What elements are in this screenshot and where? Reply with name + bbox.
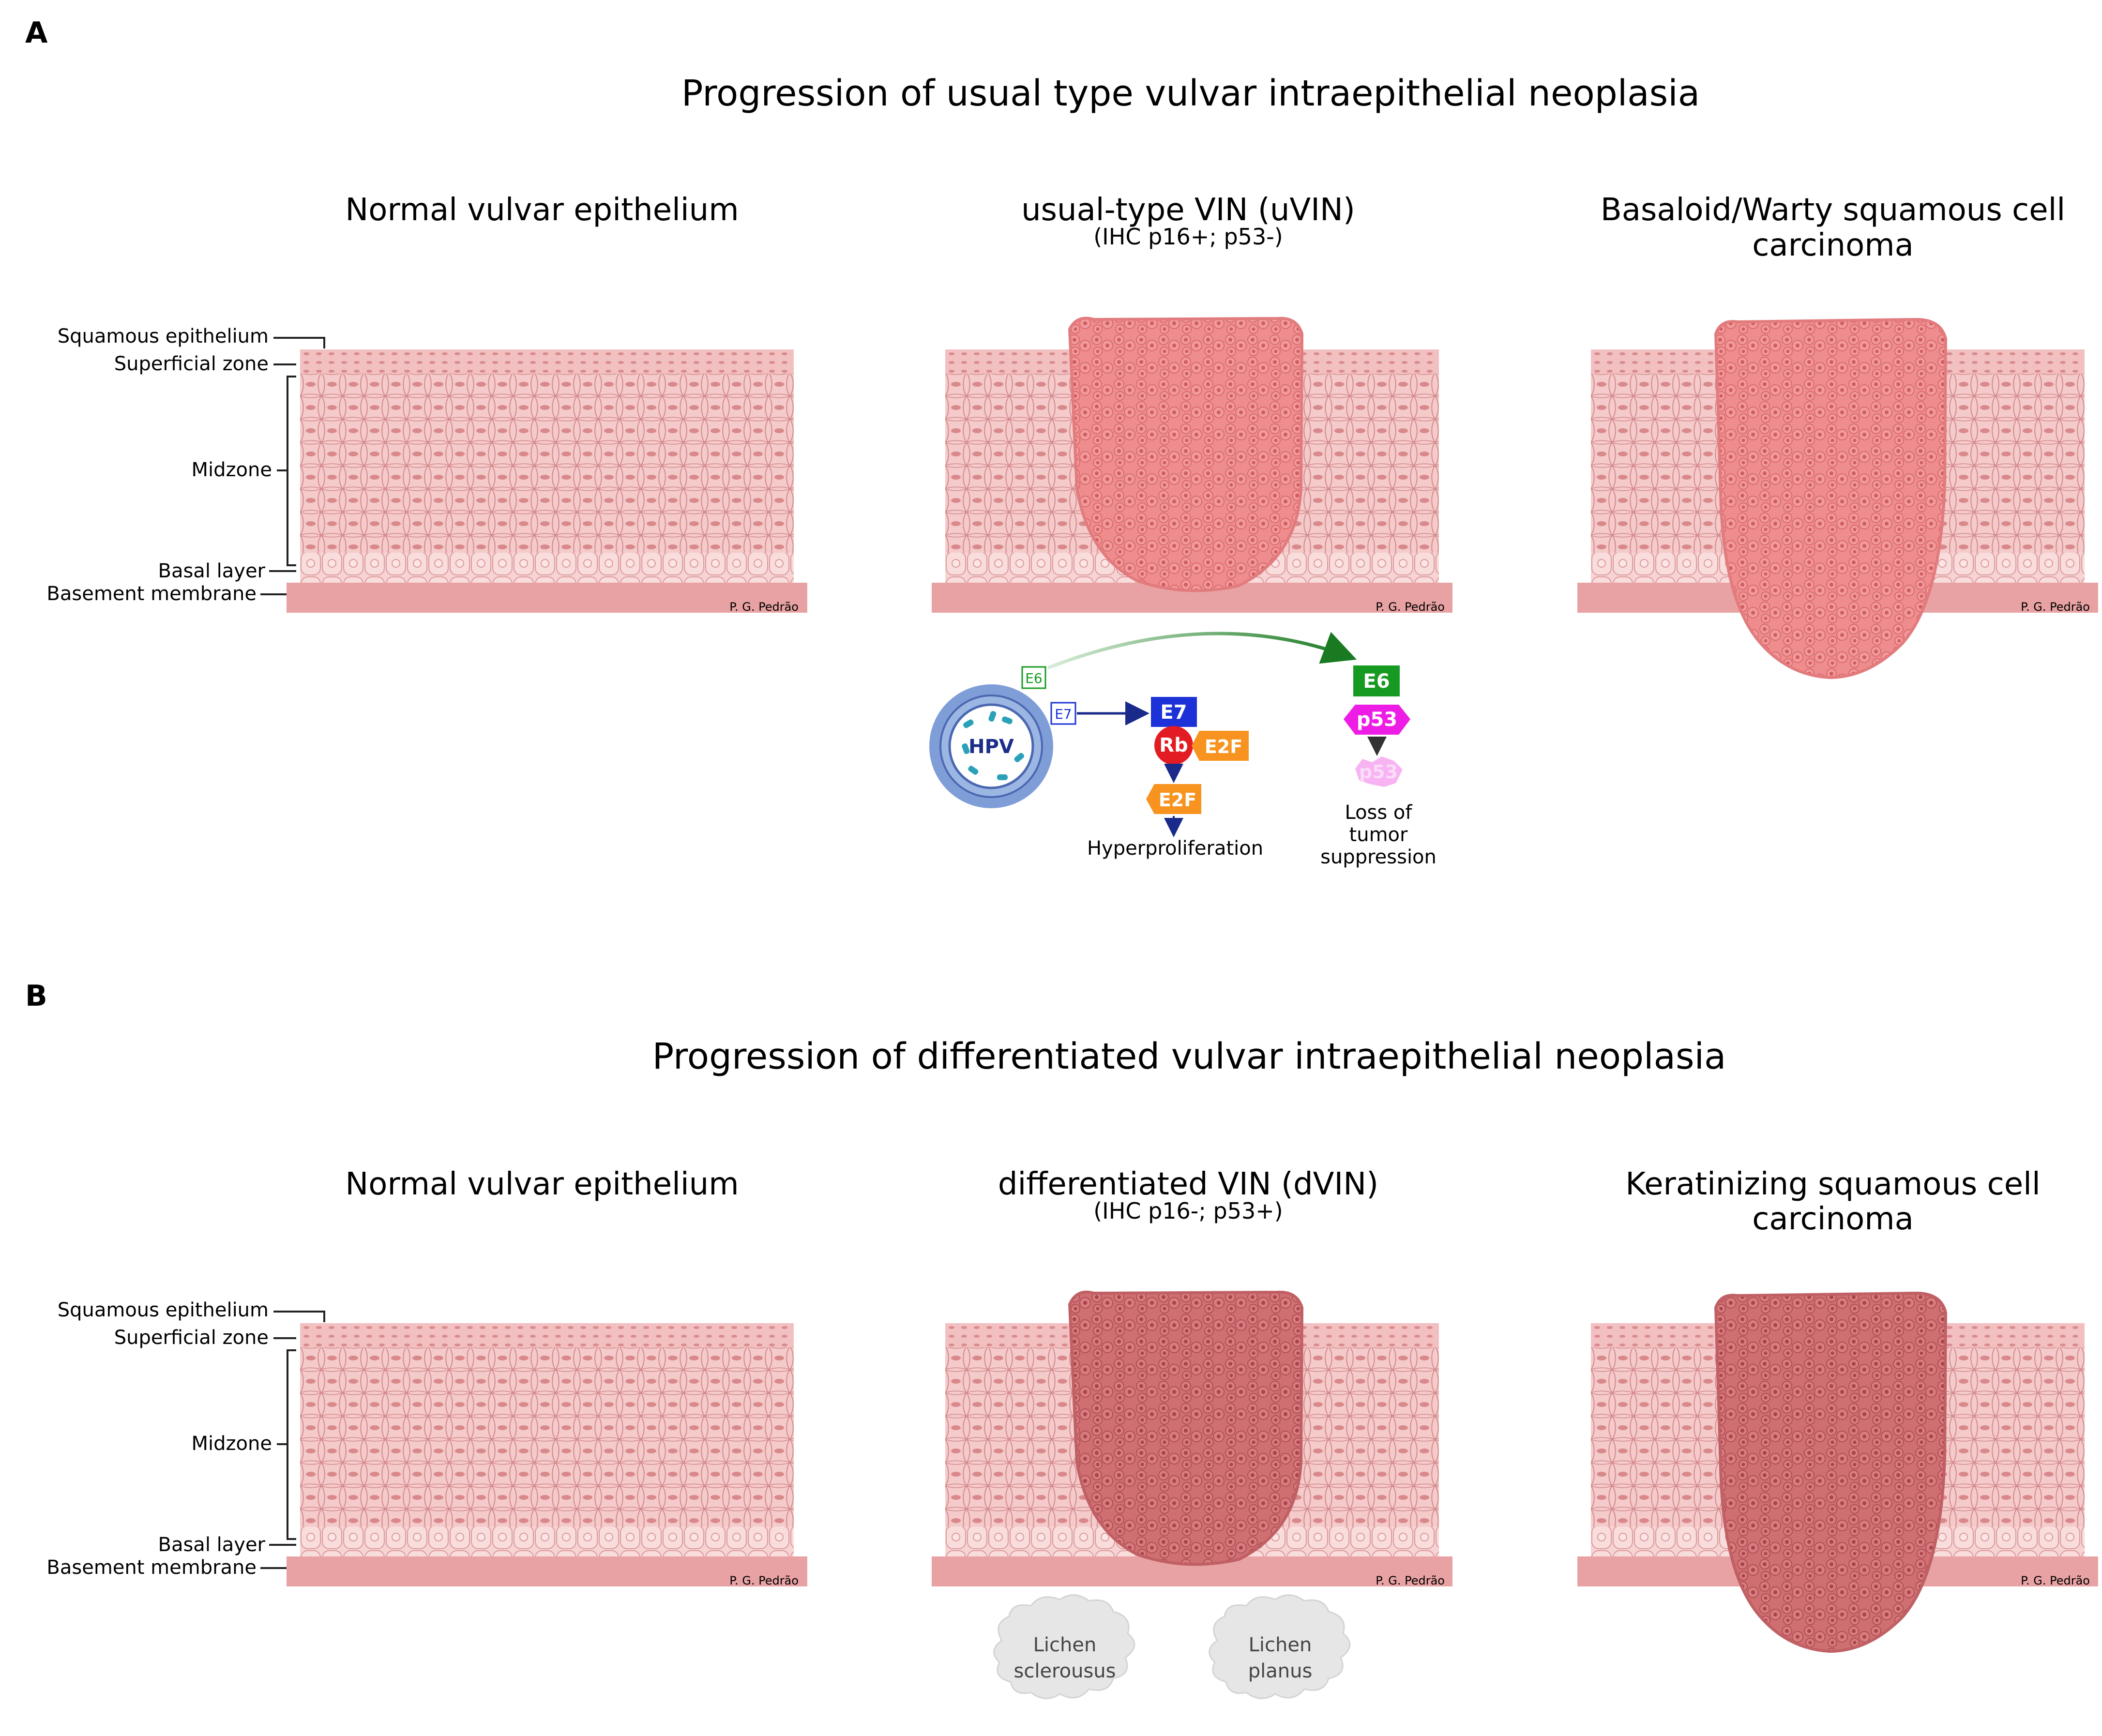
label-basement-membrane-b: Basement membrane <box>46 1556 257 1579</box>
dvin-lesion <box>1068 1290 1304 1566</box>
rb-protein <box>1154 726 1193 765</box>
panel-a-uvin-epithelium: P. G. Pedrão <box>932 317 1452 614</box>
e2f-protein-bound <box>1192 731 1249 761</box>
e7-small-label: E7 <box>1055 706 1072 722</box>
panel-a-col2-subtitle: (IHC p16+; p53-) <box>1093 224 1283 250</box>
label-squamous-epithelium-b: Squamous epithelium <box>58 1299 269 1321</box>
credit-a3: P. G. Pedrão <box>2021 600 2090 614</box>
panel-a-col2-title: usual-type VIN (uVIN) <box>1021 192 1355 228</box>
panel-a-title: Progression of usual type vulvar intraep… <box>681 73 1700 114</box>
panel-b-dvin-epithelium: P. G. Pedrão <box>932 1290 1452 1587</box>
panel-a-col3-title-line1: Basaloid/Warty squamous cell <box>1601 192 2065 228</box>
loss-label-1: Loss of <box>1345 801 1412 824</box>
label-midzone: Midzone <box>192 459 272 481</box>
hpv-mechanism: HPV E6 E7 E7 Rb E2F E2F Hyperproliferati… <box>929 632 1437 868</box>
label-squamous-epithelium: Squamous epithelium <box>58 325 269 347</box>
panel-a-normal-epithelium: P. G. Pedrão <box>287 349 807 614</box>
panel-b-carcinoma: P. G. Pedrão <box>1577 1291 2098 1653</box>
panel-b-title: Progression of differentiated vulvar int… <box>652 1036 1726 1077</box>
panel-b-layer-labels: Squamous epithelium Superficial zone Mid… <box>46 1299 325 1579</box>
label-superficial-zone: Superficial zone <box>114 353 269 375</box>
credit-b1: P. G. Pedrão <box>729 1574 799 1587</box>
lichen-sclerosus-line1: Lichen <box>1033 1634 1097 1656</box>
panel-b-col2-subtitle: (IHC p16-; p53+) <box>1093 1198 1283 1224</box>
e6-box-label: E6 <box>1363 670 1390 693</box>
e7-box-label: E7 <box>1160 701 1187 724</box>
panel-b-col3-title-line2: carcinoma <box>1752 1201 1914 1237</box>
e2f-protein-free <box>1146 784 1201 814</box>
lichen-planus-line2: planus <box>1248 1660 1313 1682</box>
lichen-sclerosus-badge: Lichen sclerousus <box>993 1594 1135 1699</box>
panel-b-col1-title: Normal vulvar epithelium <box>345 1166 739 1202</box>
credit-a1: P. G. Pedrão <box>729 600 799 614</box>
lichen-planus-badge: Lichen planus <box>1209 1594 1351 1699</box>
credit-a2: P. G. Pedrão <box>1376 600 1445 614</box>
hyperproliferation-label: Hyperproliferation <box>1087 837 1263 860</box>
rb-label: Rb <box>1159 734 1188 756</box>
uvin-lesion <box>1068 317 1304 592</box>
e2f-label-free: E2F <box>1159 789 1196 811</box>
e7-box <box>1151 697 1197 727</box>
keratinizing-carcinoma-mass <box>1714 1291 1948 1653</box>
p53-degraded <box>1355 756 1403 787</box>
panel-b-normal-epithelium: P. G. Pedrão <box>287 1323 807 1587</box>
hpv-virion-icon: HPV <box>929 684 1053 808</box>
p53-degraded-label: p53 <box>1359 761 1398 783</box>
panel-a-letter: A <box>25 16 48 50</box>
label-basal-layer-b: Basal layer <box>158 1534 266 1556</box>
label-basement-membrane: Basement membrane <box>46 583 257 605</box>
credit-b3: P. G. Pedrão <box>2021 1574 2090 1587</box>
label-basal-layer: Basal layer <box>158 560 266 582</box>
label-midzone-b: Midzone <box>192 1433 272 1455</box>
panel-a-col3-title-line2: carcinoma <box>1752 227 1914 263</box>
lichen-sclerosus-line2: sclerousus <box>1014 1660 1116 1682</box>
e6-small-label: E6 <box>1025 670 1043 686</box>
p53-protein <box>1344 705 1410 735</box>
label-superficial-zone-b: Superficial zone <box>114 1327 269 1349</box>
loss-label-2: tumor <box>1349 824 1408 846</box>
panel-b-letter: B <box>25 979 47 1013</box>
p53-label: p53 <box>1357 709 1397 731</box>
credit-b2: P. G. Pedrão <box>1376 1574 1445 1587</box>
panel-b-col3-title-line1: Keratinizing squamous cell <box>1625 1166 2040 1202</box>
e2f-label-bound: E2F <box>1205 736 1242 757</box>
loss-label-3: suppression <box>1320 846 1437 868</box>
lichen-planus-line1: Lichen <box>1249 1634 1312 1656</box>
panel-a-carcinoma: P. G. Pedrão <box>1577 317 2098 679</box>
panel-a-layer-labels: Squamous epithelium Superficial zone Mid… <box>46 325 325 605</box>
panel-b-col2-title: differentiated VIN (dVIN) <box>998 1166 1378 1202</box>
hpv-label: HPV <box>968 736 1014 758</box>
e6-box <box>1353 665 1400 696</box>
basaloid-carcinoma-mass <box>1714 317 1948 679</box>
panel-a-col1-title: Normal vulvar epithelium <box>345 192 739 228</box>
